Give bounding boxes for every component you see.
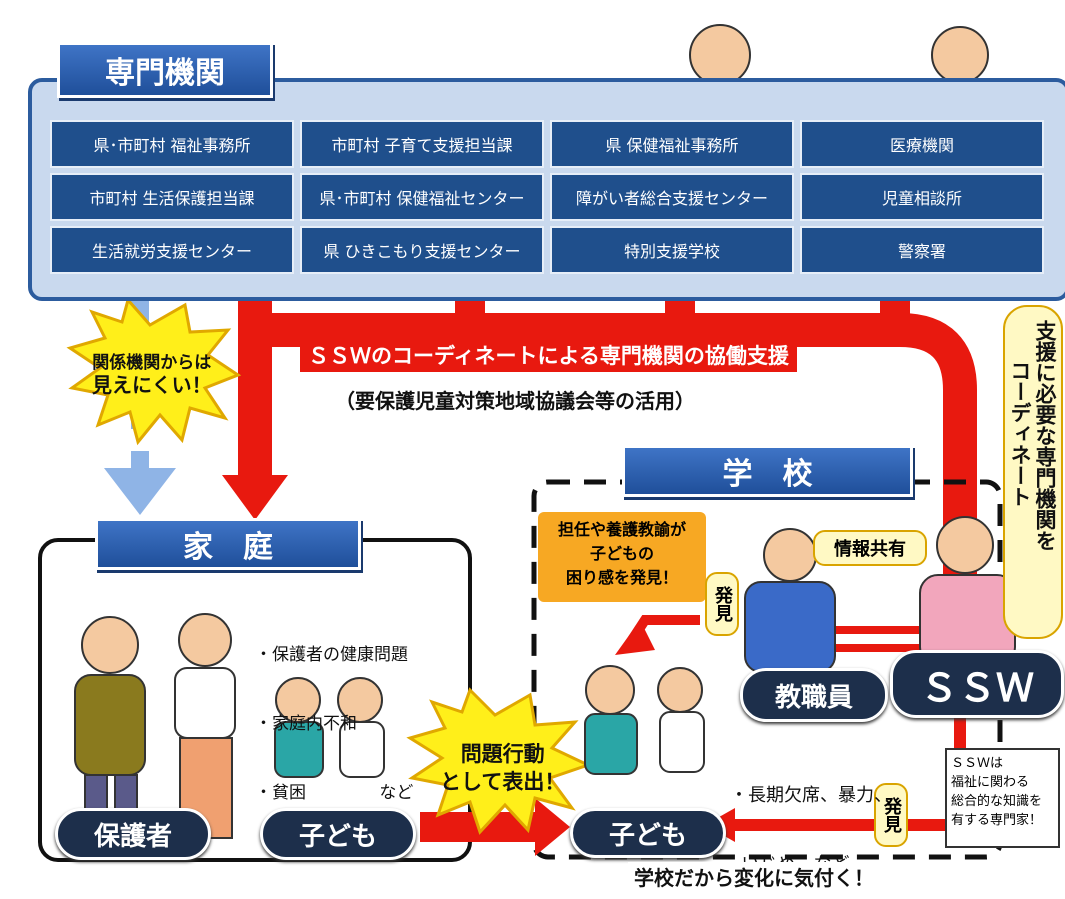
- home-issue: ・貧困 など: [255, 783, 414, 803]
- ssw-note-line: 有する専門家！: [951, 813, 1043, 828]
- home-title: 家 庭: [95, 518, 361, 570]
- info-share-badge: 情報共有: [813, 530, 927, 566]
- org-cell: 医療機関: [800, 120, 1044, 168]
- coordination-vertical-text-2: コーディネート: [1008, 360, 1032, 507]
- ssw-label: ＳＳＷ: [890, 650, 1064, 718]
- org-cell: 警察署: [800, 226, 1044, 274]
- school-notice-line: 子どもの: [589, 544, 654, 563]
- school-title: 学 校: [622, 445, 913, 497]
- teacher-figure: [744, 528, 836, 673]
- org-cell: 県･市町村 保健福祉センター: [300, 173, 544, 221]
- burst-center-line: として表出！: [440, 770, 566, 794]
- home-issues: ・保護者の健康問題 ・家庭内不和 ・貧困 など: [255, 598, 413, 828]
- specialists-title: 専門機関: [57, 42, 273, 98]
- school-child-label: 子ども: [570, 808, 726, 858]
- burst-left-line: 見えにくい！: [92, 373, 212, 397]
- org-cell: 児童相談所: [800, 173, 1044, 221]
- coordination-subtitle: （要保護児童対策地域協議会等の活用）: [335, 389, 695, 413]
- org-cell: 県 保健福祉事務所: [550, 120, 794, 168]
- school-children-figures: [584, 665, 705, 775]
- burst-center-line: 問題行動: [460, 742, 545, 766]
- org-cell: 市町村 子育て支援担当課: [300, 120, 544, 168]
- burst-left-text: 関係機関からは 見えにくい！: [92, 352, 212, 396]
- coordination-vertical-box: [1003, 305, 1063, 639]
- org-cell: 障がい者総合支援センター: [550, 173, 794, 221]
- school-notice-line: 担任や養護教諭が: [557, 520, 686, 539]
- child-issue: ・長期欠席、暴力、: [730, 785, 892, 806]
- ssw-note-line: 総合的な知識を: [951, 794, 1043, 809]
- school-notice-line: 困り感を発見！: [565, 568, 678, 587]
- burst-left-line: 関係機関からは: [92, 353, 212, 373]
- home-children-figures: [274, 677, 385, 778]
- org-cell: 県 ひきこもり支援センター: [300, 226, 544, 274]
- coordination-vertical-text-1: 支援に必要な専門機関を: [1033, 320, 1057, 551]
- discover-badge-top: 発見: [705, 572, 739, 636]
- guardian-label: 保護者: [55, 808, 211, 860]
- org-cell: 県･市町村 福祉事務所: [50, 120, 294, 168]
- home-child-label: 子ども: [260, 808, 416, 860]
- org-cell: 生活就労支援センター: [50, 226, 294, 274]
- ssw-figure: [919, 516, 1016, 666]
- home-issue: ・家庭内不和: [255, 714, 357, 734]
- org-cell: 特別支援学校: [550, 226, 794, 274]
- center-burst: [406, 687, 592, 835]
- discover-badge-bottom: 発見: [874, 783, 908, 847]
- home-arrow-shaft: [238, 290, 272, 480]
- org-cell: 市町村 生活保護担当課: [50, 173, 294, 221]
- ssw-note: ＳＳＷは 福祉に関わる 総合的な知識を 有する専門家！: [945, 748, 1060, 848]
- school-notice: 担任や養護教諭が 子どもの 困り感を発見！: [538, 512, 706, 602]
- left-burst: [66, 296, 242, 446]
- staff-label: 教職員: [740, 668, 888, 722]
- ssw-note-line: 福祉に関わる: [951, 775, 1030, 790]
- home-issue: ・保護者の健康問題: [255, 645, 408, 665]
- burst-center-text: 問題行動 として表出！: [440, 740, 565, 796]
- ssw-note-line: ＳＳＷは: [951, 756, 1004, 771]
- home-arrow-head: [222, 475, 288, 520]
- school-footer: 学校だから変化に気付く！: [628, 862, 880, 891]
- coordination-title: ＳＳＷのコーディネートによる専門機関の協働支援: [300, 338, 797, 372]
- hidden-arrow-head: [104, 468, 176, 515]
